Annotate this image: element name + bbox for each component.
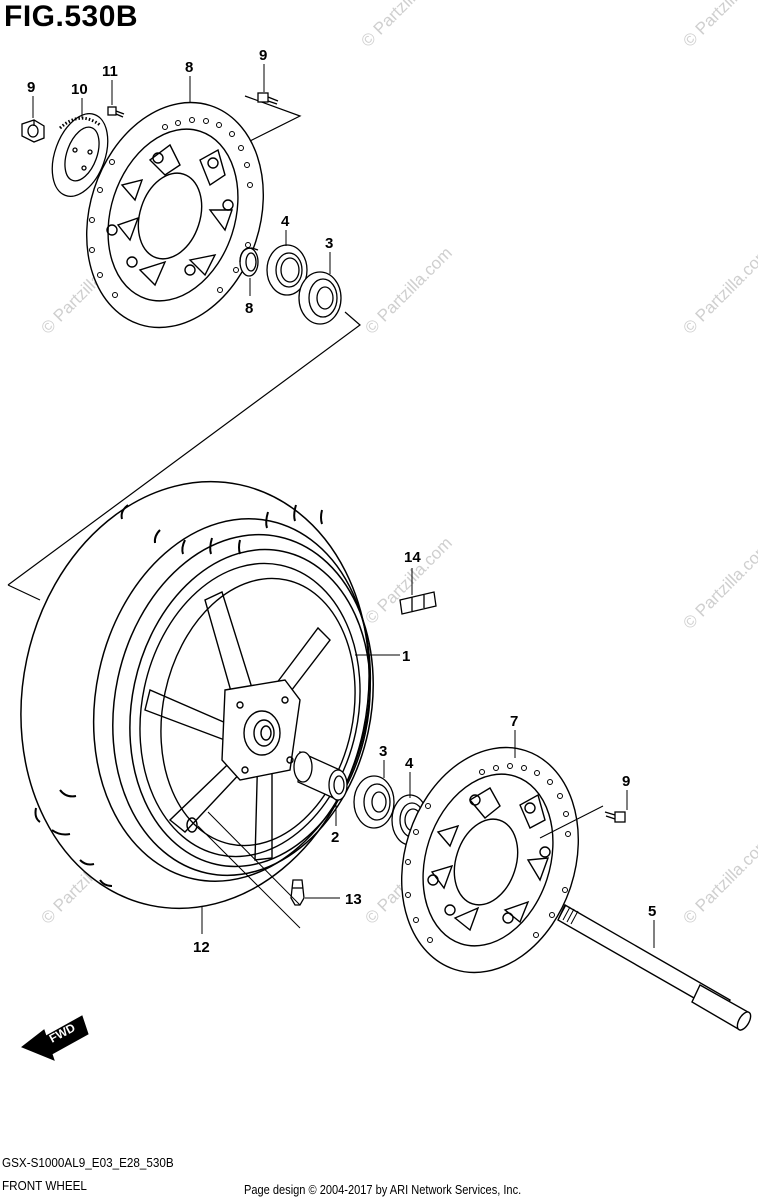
nut-part-6 [21,119,45,143]
screw-part-11 [107,106,125,118]
callout-14: 14 [404,549,421,566]
watermark-text: © Partzilla.com [357,0,451,51]
watermark-text: © Partzilla.com [679,833,758,927]
leader-lines [32,64,655,948]
disc-bolt-part-9-bottom [604,811,626,823]
section-name: FRONT WHEEL [2,1178,87,1193]
valve-part-13 [290,879,305,906]
callout-10: 10 [71,81,88,98]
watermark-text: © Partzilla.com [361,533,455,627]
brake-disc-part-8-top [85,101,265,329]
bearing-part-3-top [298,271,342,325]
axle-part-5 [557,904,752,1031]
watermark-text: © Partzilla.com [361,243,455,337]
tire-part-12 [20,480,374,910]
callout-1: 1 [402,648,410,665]
callout-13: 13 [345,891,362,908]
figure-title: FIG.530B [4,0,139,33]
callout-7: 8 [245,300,253,317]
top-assembly-frame [7,95,361,601]
callout-2: 2 [331,829,339,846]
callout-3-bottom: 3 [379,743,387,760]
brake-disc-part-8-bottom [400,746,580,974]
oil-seal-part-4-top [266,244,308,296]
bearing-part-3-bottom [353,775,395,829]
spacer-part-2 [293,751,348,801]
callout-4-bottom: 4 [405,755,414,772]
callout-9-bottom: 9 [622,773,630,790]
model-code: GSX-S1000AL9_E03_E28_530B [2,1155,174,1170]
callout-5: 5 [648,903,656,920]
sensor-rotor-part-10 [51,113,109,197]
balance-weight-part-14 [399,591,437,615]
callout-8-bottom: 7 [510,713,518,730]
copyright-notice: Page design © 2004-2017 by ARI Network S… [244,1182,522,1197]
spacer-part-7 [239,247,259,277]
wheel-rim-part-1 [139,562,361,861]
watermark-text: © Partzilla.com [679,0,758,51]
callout-labels: 9 10 11 8 9 4 3 8 14 1 7 3 4 9 2 13 5 12 [27,47,656,956]
callout-9-top: 9 [259,47,267,64]
callout-4-top: 4 [281,213,290,230]
callout-3-top: 3 [325,235,333,252]
forward-arrow-icon: FWD [21,1015,89,1061]
disc-bolt-part-9-top [257,92,279,105]
watermark-text: © Partzilla.com [679,538,758,632]
callout-8-top: 8 [185,59,193,76]
callout-12: 12 [193,939,210,956]
callout-6: 9 [27,79,35,96]
callout-11: 11 [102,63,118,80]
watermark-text: © Partzilla.com [679,243,758,337]
